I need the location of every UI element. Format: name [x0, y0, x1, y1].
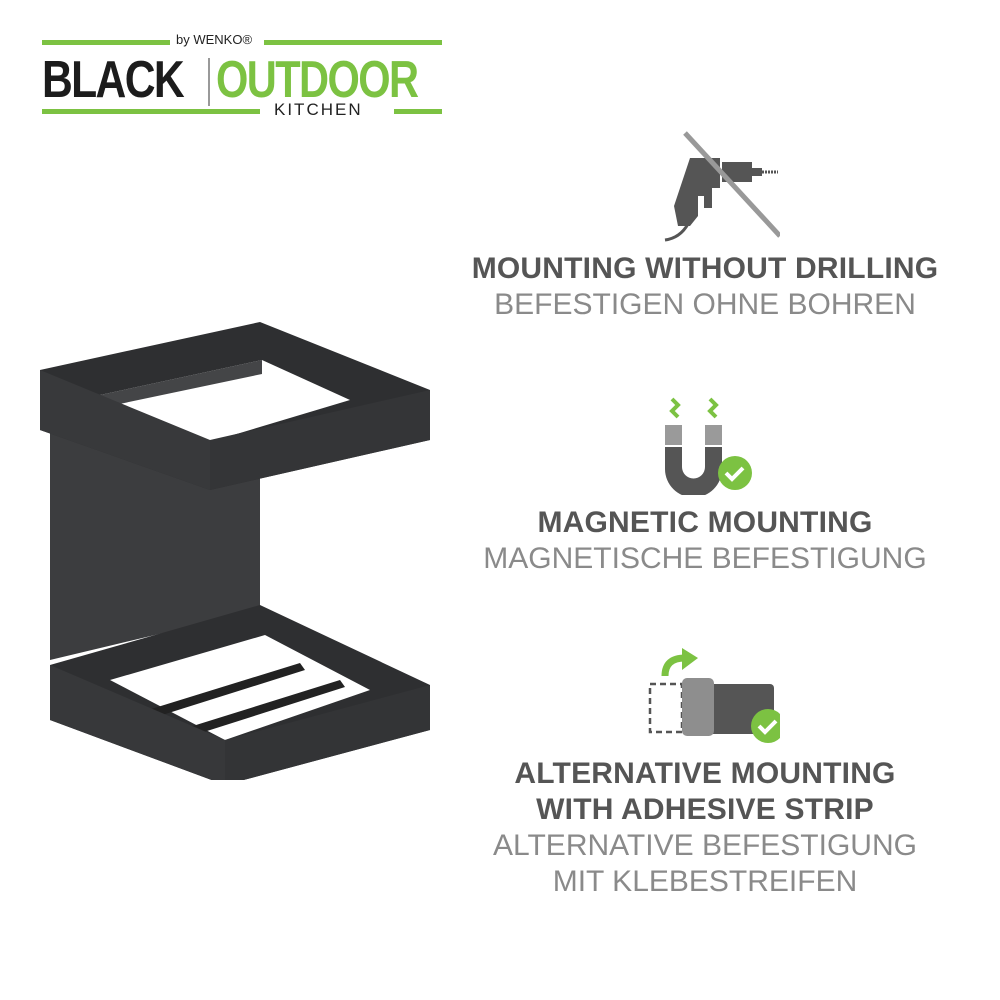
- brand-logo: by WENKO® BLACK OUTDOOR KITCHEN: [42, 32, 442, 122]
- feature-subtitle: BEFESTIGEN OHNE BOHREN: [494, 288, 916, 321]
- logo-bottom-bar-right: [394, 109, 442, 114]
- feature-title-line-1: ALTERNATIVE MOUNTING: [514, 757, 896, 790]
- feature-adhesive-strip: ALTERNATIVE MOUNTING WITH ADHESIVE STRIP…: [440, 648, 970, 900]
- logo-black: BLACK: [42, 51, 185, 109]
- product-image: [30, 310, 470, 785]
- logo-separator: [208, 58, 210, 106]
- feature-title-line-2: WITH ADHESIVE STRIP: [536, 793, 874, 826]
- logo-top-bar-left: [42, 40, 170, 45]
- magnet-check-icon: [665, 397, 752, 495]
- logo-bottom-bar-left: [42, 109, 260, 114]
- feature-magnetic: MAGNETIC MOUNTING MAGNETISCHE BEFESTIGUN…: [440, 395, 970, 577]
- feature-subtitle: MAGNETISCHE BEFESTIGUNG: [483, 542, 927, 575]
- logo-outdoor: OUTDOOR: [216, 51, 419, 109]
- logo-kitchen: KITCHEN: [268, 100, 369, 120]
- feature-subtitle-line-1: ALTERNATIVE BEFESTIGUNG: [493, 829, 917, 862]
- adhesive-strip-check-icon: [648, 648, 780, 743]
- feature-title: MOUNTING WITHOUT DRILLING: [471, 252, 939, 285]
- no-drill-icon: [664, 131, 780, 242]
- feature-subtitle-line-2: MIT KLEBESTREIFEN: [552, 865, 858, 898]
- feature-title: MAGNETIC MOUNTING: [537, 506, 873, 539]
- logo-top-bar-right: [264, 40, 442, 45]
- feature-no-drilling: MOUNTING WITHOUT DRILLING BEFESTIGEN OHN…: [440, 128, 970, 323]
- logo-by-wenko: by WENKO®: [172, 32, 257, 47]
